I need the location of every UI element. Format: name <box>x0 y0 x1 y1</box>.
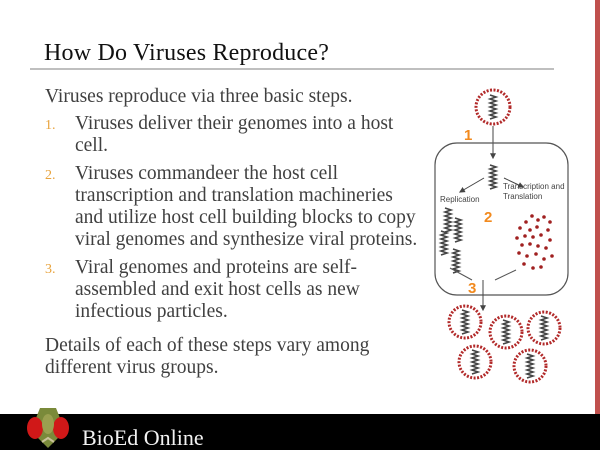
accent-bar <box>595 0 600 414</box>
transcription-label-line2: Translation <box>503 192 542 201</box>
step-item: 2. Viruses commandeer the host cell tran… <box>45 163 425 251</box>
steps-list: 1. Viruses deliver their genomes into a … <box>45 113 425 323</box>
step-item: 3. Viral genomes and proteins are self-a… <box>45 257 425 323</box>
step-number: 3. <box>45 262 56 277</box>
replicated-genomes-icon <box>440 207 462 274</box>
replication-arrow <box>458 177 485 193</box>
incoming-virion-icon <box>474 88 512 126</box>
step-text: Viruses commandeer the host cell transcr… <box>75 163 418 250</box>
replication-label: Replication <box>440 195 480 204</box>
transcription-label-line1: Transcription and <box>503 182 565 191</box>
outro-text: Details of each of these steps vary amon… <box>45 335 370 378</box>
assembly-line-left <box>449 267 473 281</box>
virus-lifecycle-diagram: 1 Replication Transcription and Translat… <box>420 80 595 390</box>
brand-name: BioEd Online <box>82 425 204 450</box>
footer-bar <box>0 414 600 450</box>
step-text: Viruses deliver their genomes into a hos… <box>75 113 394 156</box>
step-number: 2. <box>45 168 56 183</box>
step-label-1: 1 <box>464 127 472 144</box>
genome-icon <box>489 164 497 190</box>
step-number: 1. <box>45 118 56 133</box>
slide-body: Viruses reproduce via three basic steps.… <box>45 86 425 399</box>
slide-title: How Do Viruses Reproduce? <box>44 40 330 66</box>
step-label-2: 2 <box>484 209 492 226</box>
progeny-virions-icon <box>447 304 562 384</box>
step-item: 1. Viruses deliver their genomes into a … <box>45 113 425 157</box>
viral-proteins-icon <box>515 214 554 270</box>
fruit-fly-icon <box>26 404 70 450</box>
step-label-3: 3 <box>468 280 476 297</box>
host-cell-outline <box>434 142 569 296</box>
assembly-line-right <box>494 269 517 281</box>
transcription-arrow <box>503 177 525 188</box>
title-divider <box>30 68 554 70</box>
intro-text: Viruses reproduce via three basic steps. <box>45 86 353 107</box>
step-text: Viral genomes and proteins are self-asse… <box>75 257 360 322</box>
